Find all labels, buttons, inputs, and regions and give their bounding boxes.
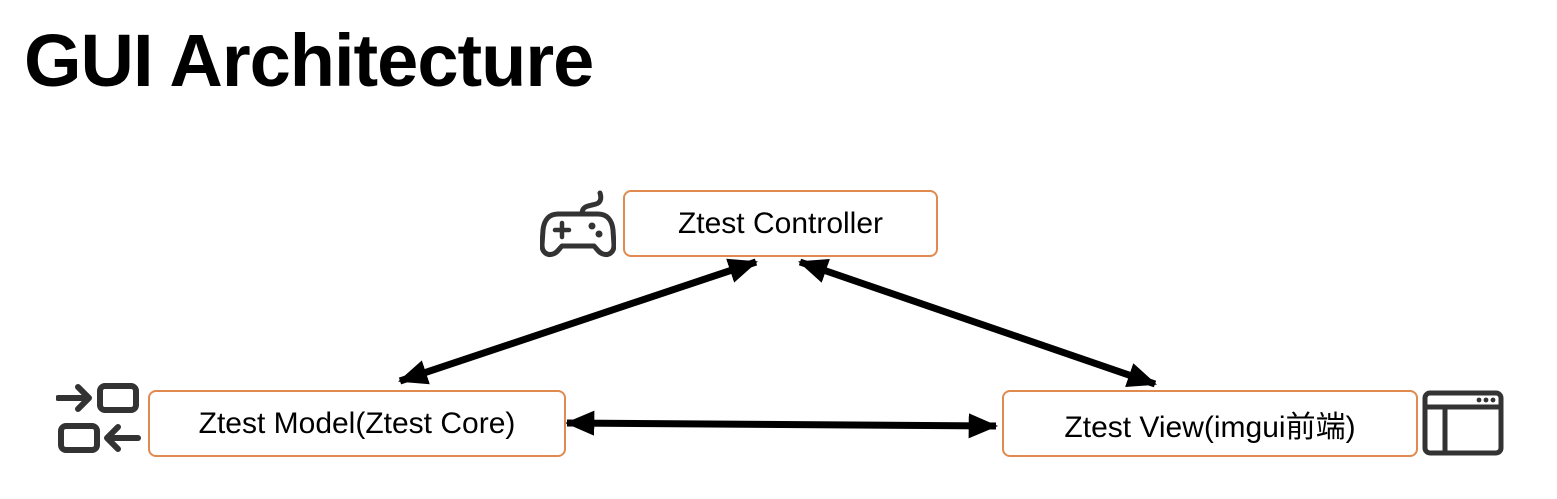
node-view-label: Ztest View(imgui前端) (1064, 410, 1356, 444)
node-model-label: Ztest Model(Ztest Core) (198, 406, 516, 440)
window-icon (1422, 390, 1504, 456)
arrow-model-view (564, 410, 999, 439)
page-title: GUI Architecture (24, 19, 594, 102)
node-controller-label: Ztest Controller (677, 206, 884, 240)
node-model: Ztest Model(Ztest Core) (148, 390, 566, 457)
exchange-icon (56, 383, 141, 453)
gamepad-icon (540, 190, 616, 257)
arrow-controller-view (798, 258, 1157, 388)
node-controller: Ztest Controller (623, 190, 938, 257)
arrow-controller-model (398, 258, 758, 385)
node-view: Ztest View(imgui前端) (1002, 390, 1418, 457)
